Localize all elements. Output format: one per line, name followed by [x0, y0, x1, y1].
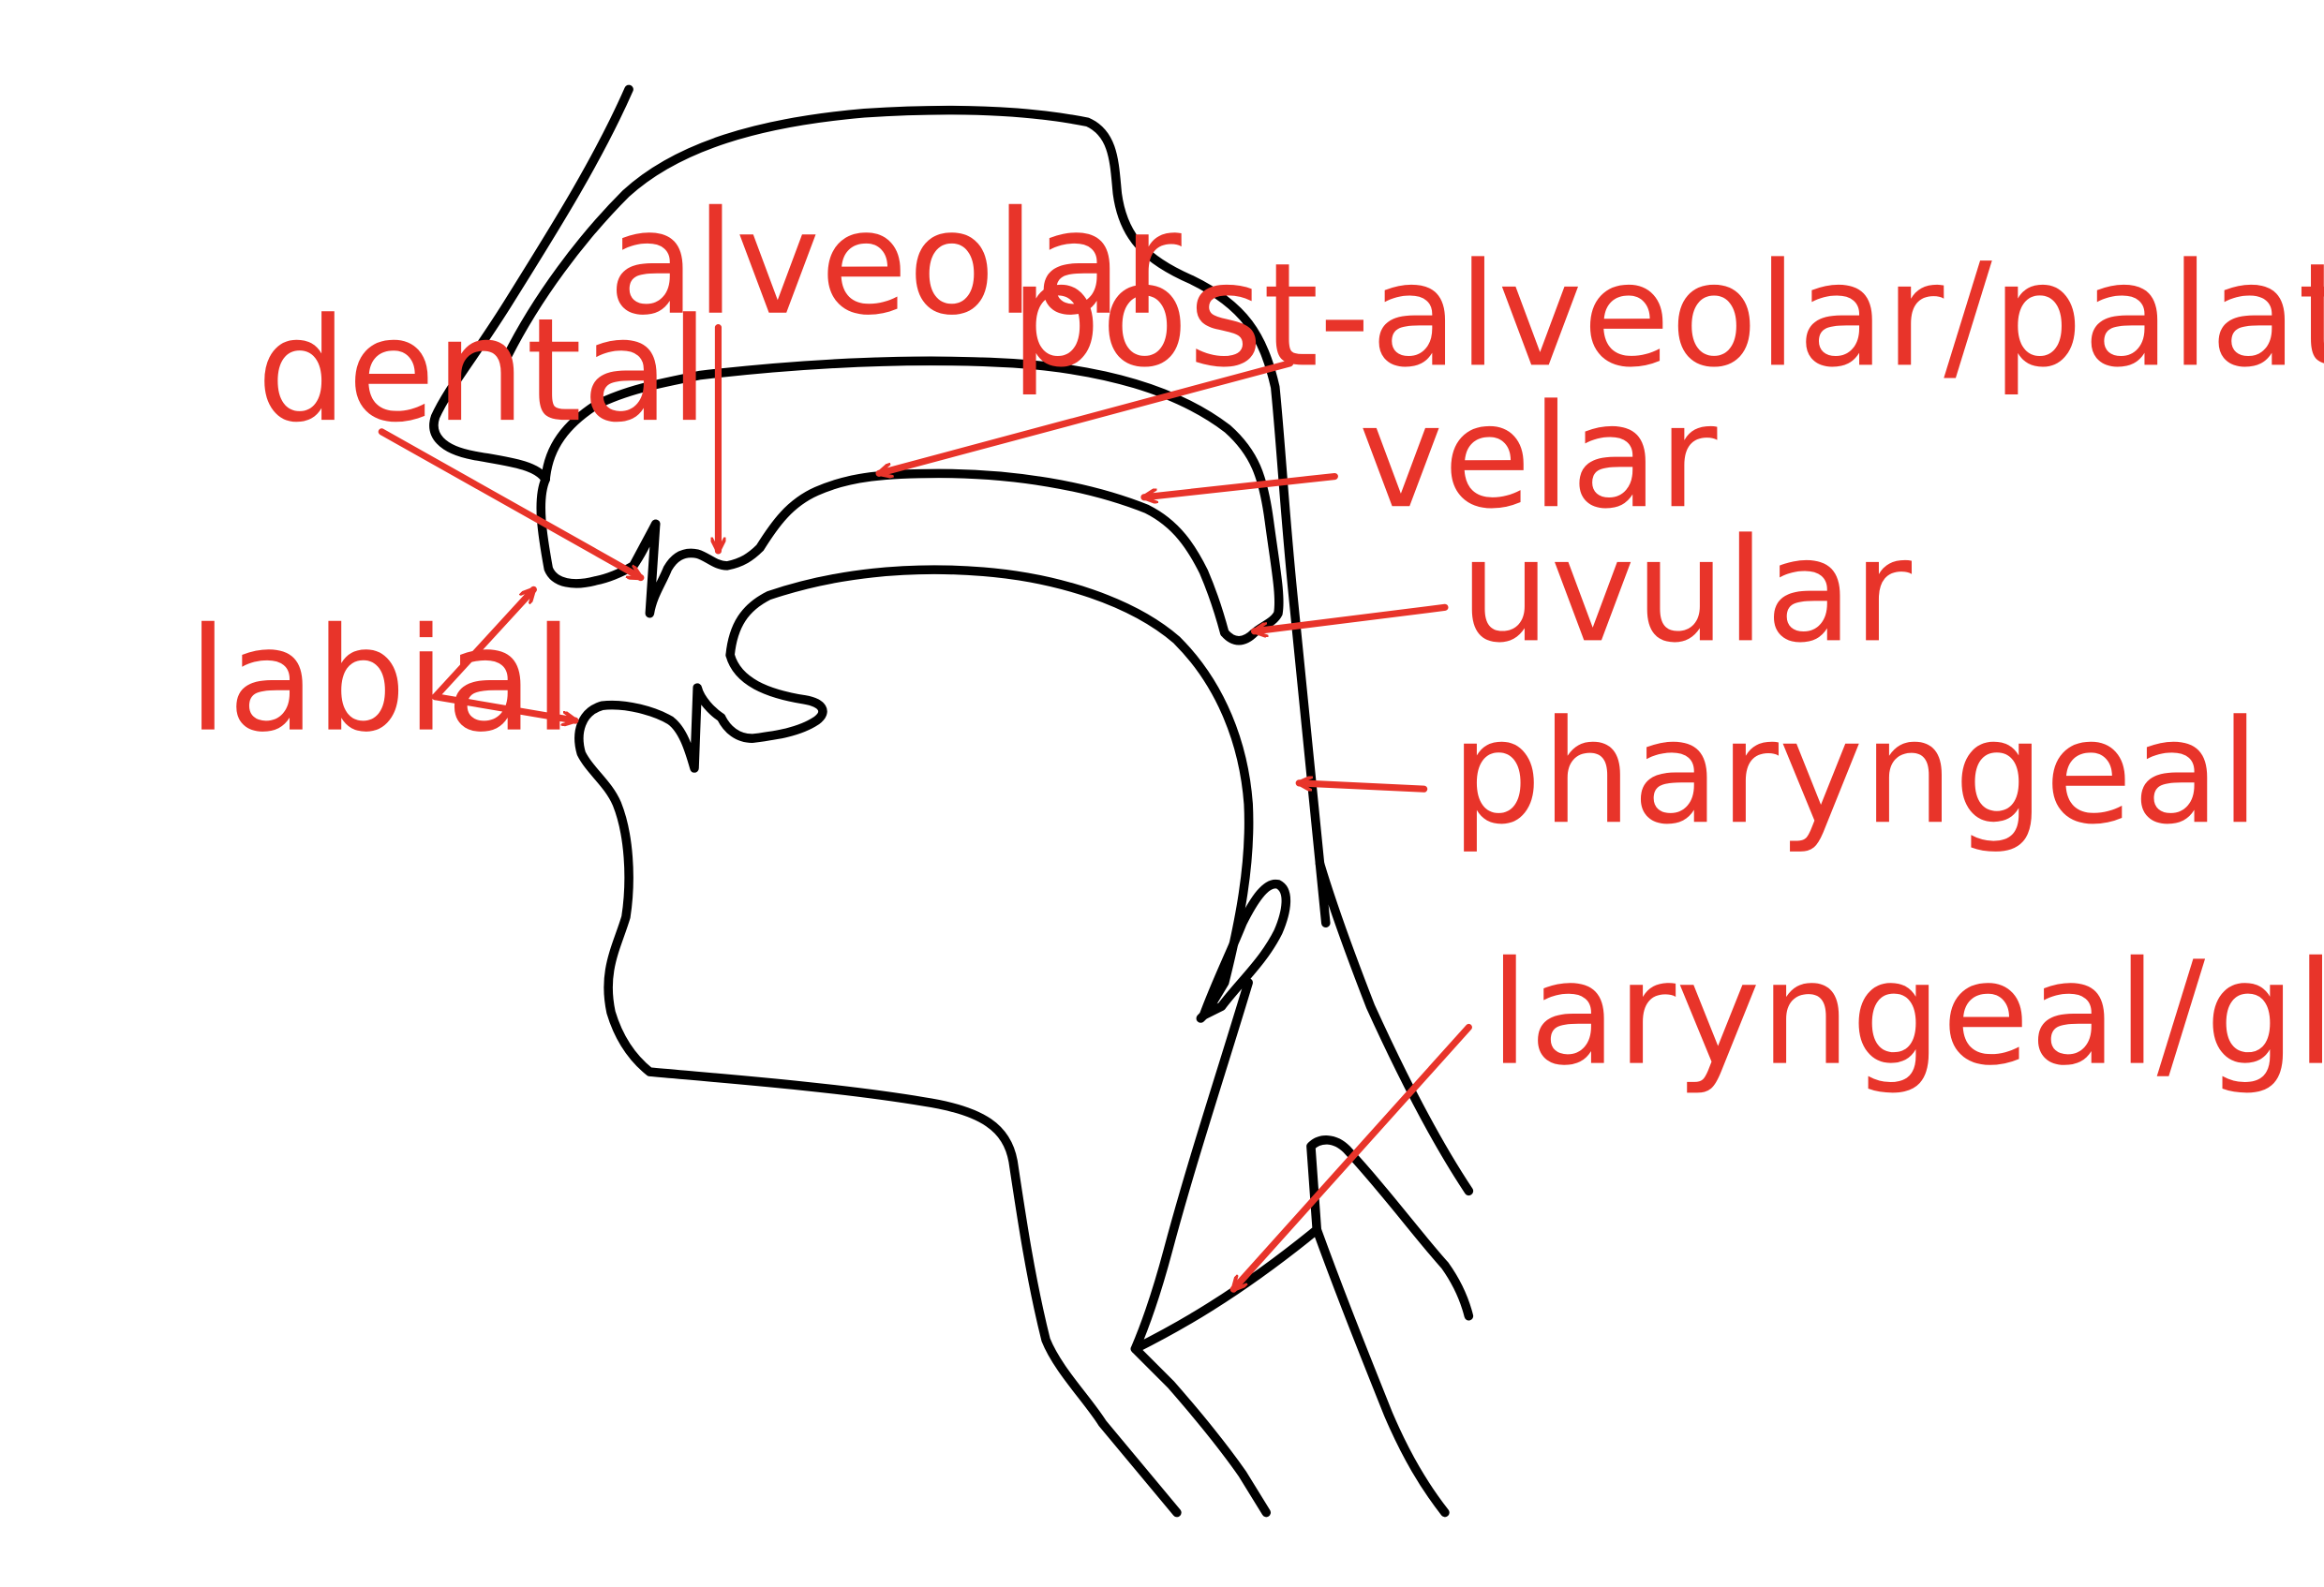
arrow-post-alveolar-palatal [879, 360, 1294, 474]
annotation-labels: alveolar post-alveolar/palatal dental ve… [188, 180, 2324, 1097]
label-laryngeal-glottal: laryngeal/glottal [1490, 930, 2324, 1097]
head-outline [429, 84, 1474, 1518]
vocal-fold-outline [1130, 1135, 1474, 1354]
upper-incisor-outline [629, 519, 661, 571]
label-labial: labial [188, 597, 574, 764]
label-post-alveolar-palatal: post-alveolar/palatal [1010, 231, 2324, 398]
annotation-arrows [378, 324, 1472, 1290]
label-dental: dental [257, 287, 709, 453]
arrow-labial-lower [431, 693, 579, 720]
label-pharyngeal: pharyngeal [1451, 689, 2259, 855]
lower-lip-chin-outline [574, 700, 1182, 1518]
arrow-dental [378, 428, 641, 582]
label-alveolar: alveolar [608, 180, 1182, 347]
neck-back-outline [1315, 858, 1474, 1196]
arrow-labial-upper [431, 589, 534, 701]
nose-outline [429, 84, 633, 484]
arrow-laryngeal-glottal [1233, 1023, 1472, 1289]
tongue-outline [725, 565, 1254, 1023]
arrow-velar [1140, 472, 1338, 497]
tongue-tip-outline [716, 650, 827, 743]
arrow-pharyngeal [1295, 783, 1428, 793]
label-velar: velar [1359, 373, 1718, 540]
arrow-uvular [1250, 603, 1449, 630]
pharynx-front-outline [1130, 978, 1272, 1518]
hard-palate-outline [541, 356, 1284, 645]
nasal-cavity-outline [502, 105, 1331, 928]
trachea-outline [1312, 1224, 1450, 1518]
label-uvular: uvular [1460, 507, 1913, 674]
epiglottis-outline [1199, 879, 1291, 1020]
lower-incisor-outline [665, 683, 726, 773]
upper-lip-outline [536, 468, 1229, 638]
